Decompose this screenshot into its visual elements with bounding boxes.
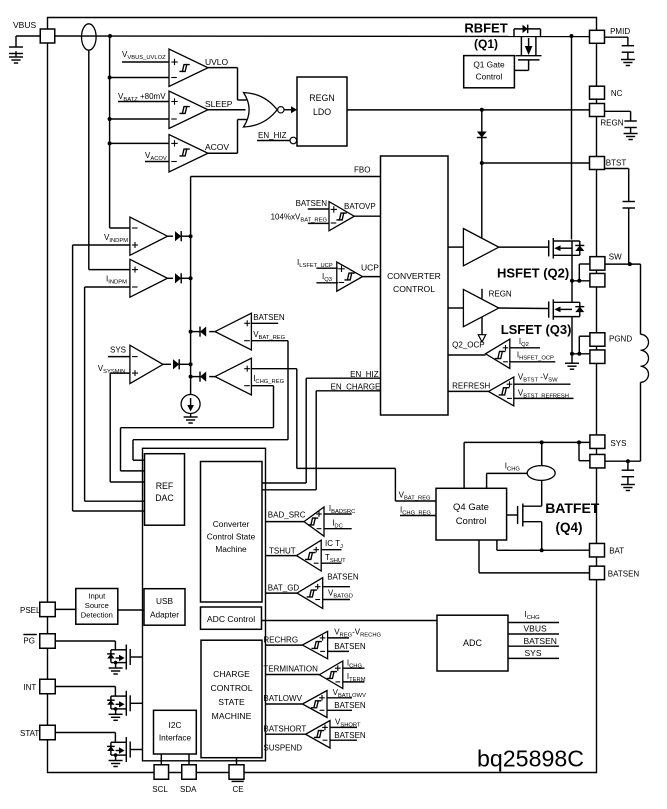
svg-text:ACOV: ACOV bbox=[205, 142, 229, 152]
svg-text:REF: REF bbox=[156, 481, 174, 491]
svg-text:BAD_SRC: BAD_SRC bbox=[268, 511, 306, 520]
svg-text:ADC Control: ADC Control bbox=[207, 614, 255, 624]
svg-text:Q4 Gate: Q4 Gate bbox=[453, 502, 489, 513]
svg-text:BTST: BTST bbox=[606, 159, 627, 168]
svg-text:REFRESH: REFRESH bbox=[452, 382, 490, 391]
svg-text:PSEL: PSEL bbox=[20, 606, 41, 615]
svg-text:RBFET: RBFET bbox=[464, 21, 507, 36]
svg-text:VBUS: VBUS bbox=[13, 20, 36, 30]
svg-text:SYS: SYS bbox=[525, 648, 542, 658]
svg-text:INT: INT bbox=[23, 683, 36, 692]
svg-text:SCL: SCL bbox=[152, 785, 168, 794]
svg-text:RECHRG: RECHRG bbox=[263, 636, 298, 645]
svg-text:Q1 Gate: Q1 Gate bbox=[473, 60, 505, 70]
svg-text:BATSEN: BATSEN bbox=[334, 731, 366, 740]
svg-text:REGN: REGN bbox=[489, 290, 512, 299]
svg-text:PGND: PGND bbox=[609, 335, 632, 344]
svg-text:SUSPEND: SUSPEND bbox=[263, 744, 302, 753]
svg-text:CONTROL: CONTROL bbox=[393, 284, 435, 294]
svg-text:BATSEN: BATSEN bbox=[327, 573, 359, 582]
svg-text:REGN: REGN bbox=[600, 119, 623, 128]
svg-text:I2C: I2C bbox=[169, 720, 182, 730]
svg-text:Converter: Converter bbox=[213, 519, 250, 529]
svg-text:REGN: REGN bbox=[309, 93, 334, 103]
svg-text:DAC: DAC bbox=[155, 493, 174, 503]
svg-text:BAT: BAT bbox=[609, 547, 624, 556]
svg-text:BATLOWV: BATLOWV bbox=[263, 694, 302, 703]
svg-text:CONVERTER: CONVERTER bbox=[387, 271, 441, 281]
svg-text:STAT: STAT bbox=[20, 729, 39, 738]
svg-text:Control: Control bbox=[476, 72, 503, 82]
svg-text:NC: NC bbox=[611, 89, 623, 98]
svg-text:Control State: Control State bbox=[207, 532, 256, 542]
svg-text:Detection: Detection bbox=[81, 611, 113, 620]
svg-text:CONTROL: CONTROL bbox=[210, 683, 252, 693]
svg-text:UVLO: UVLO bbox=[205, 57, 229, 67]
svg-text:Interface: Interface bbox=[159, 733, 192, 743]
svg-text:BATSHORT: BATSHORT bbox=[263, 725, 306, 734]
svg-text:bq25898C: bq25898C bbox=[477, 746, 584, 772]
svg-text:VBUS: VBUS bbox=[524, 624, 547, 634]
svg-text:HSFET (Q2): HSFET (Q2) bbox=[497, 266, 569, 281]
svg-text:ADC: ADC bbox=[463, 638, 483, 648]
svg-text:STATE: STATE bbox=[218, 697, 245, 707]
svg-text:PG: PG bbox=[23, 637, 35, 646]
svg-text:SLEEP: SLEEP bbox=[205, 99, 233, 109]
svg-text:BATSEN: BATSEN bbox=[296, 199, 328, 208]
svg-text:SYS: SYS bbox=[110, 346, 126, 355]
svg-text:SDA: SDA bbox=[180, 785, 197, 794]
svg-text:CHARGE: CHARGE bbox=[213, 669, 250, 679]
svg-text:PMID: PMID bbox=[610, 27, 630, 36]
svg-text:(Q1): (Q1) bbox=[474, 37, 498, 51]
svg-text:SYS: SYS bbox=[610, 439, 626, 448]
svg-text:BATSEN: BATSEN bbox=[334, 642, 366, 651]
svg-text:SW: SW bbox=[609, 253, 622, 262]
svg-text:BATFET: BATFET bbox=[545, 500, 600, 516]
svg-text:LDO: LDO bbox=[313, 107, 331, 117]
svg-text:Control: Control bbox=[456, 516, 487, 527]
svg-text:Machine: Machine bbox=[215, 544, 247, 554]
svg-text:Input: Input bbox=[88, 592, 106, 601]
svg-text:TSHUT: TSHUT bbox=[269, 547, 296, 556]
svg-text:LSFET (Q3): LSFET (Q3) bbox=[501, 322, 572, 337]
svg-text:Q2_OCP: Q2_OCP bbox=[452, 341, 484, 350]
svg-text:CE: CE bbox=[233, 785, 244, 794]
svg-text:BATSEN: BATSEN bbox=[253, 313, 285, 322]
svg-text:(Q4): (Q4) bbox=[556, 520, 583, 535]
svg-text:BAT_GD: BAT_GD bbox=[268, 584, 300, 593]
svg-text:BATOVP: BATOVP bbox=[344, 202, 376, 211]
svg-text:BATSEN: BATSEN bbox=[524, 636, 557, 646]
svg-text:BATSEN: BATSEN bbox=[334, 701, 366, 710]
svg-text:FBO: FBO bbox=[354, 166, 370, 175]
svg-text:UCP: UCP bbox=[361, 263, 379, 273]
svg-text:USB: USB bbox=[156, 596, 174, 606]
svg-text:EN_HIZ: EN_HIZ bbox=[258, 131, 287, 140]
svg-text:MACHINE: MACHINE bbox=[212, 711, 252, 721]
svg-text:BATSEN: BATSEN bbox=[608, 570, 640, 579]
svg-text:TERMINATION: TERMINATION bbox=[263, 665, 318, 674]
svg-text:Source: Source bbox=[85, 601, 109, 610]
svg-text:Adapter: Adapter bbox=[150, 610, 179, 620]
